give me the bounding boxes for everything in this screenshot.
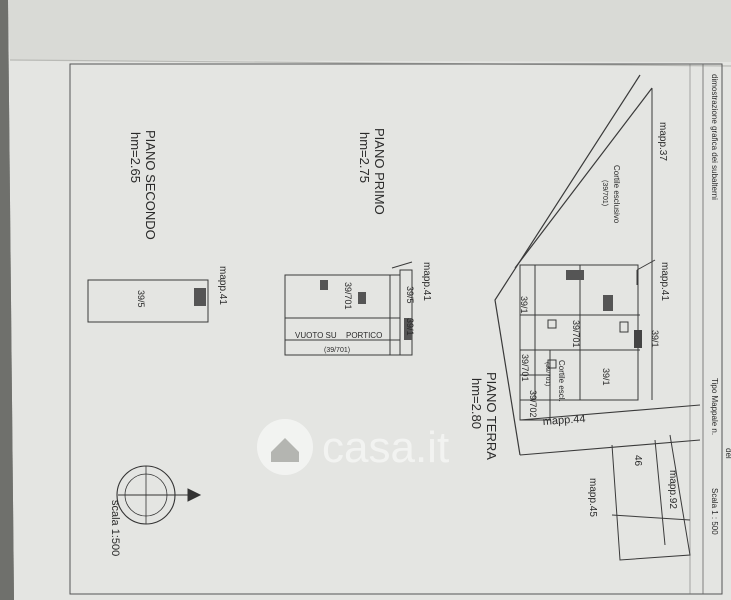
parcel-mapp44: mapp.44 (542, 413, 586, 428)
parcel-mapp92: mapp.92 (667, 470, 678, 509)
sub-39-702-box (519, 349, 551, 421)
label-primo-39-701: 39/701 (343, 282, 353, 310)
label-primo-39-1: 39/1 (405, 318, 415, 336)
parcel-mapp37: mapp.37 (657, 122, 668, 161)
header-scala: Scala 1 : 500 (710, 488, 719, 535)
floor-height-terra: hm=2.80 (469, 378, 484, 429)
drawing-frame (69, 63, 723, 595)
label-39-1-c: 39/1 (601, 368, 611, 386)
label-39-701-b: 39/701 (520, 354, 530, 382)
label-primo-39-5: 39/5 (405, 286, 415, 304)
watermark-text: casa.it (322, 423, 449, 472)
label-cortile-esclusivo: Cortile esclusivo (612, 165, 621, 224)
floor-height-primo: hm=2.75 (357, 132, 372, 183)
floor-title-secondo: PIANO SECONDO (143, 130, 158, 240)
label-cortile-esclusivo-ref: (39/701) (601, 180, 608, 206)
house-icon (271, 438, 299, 462)
label-39-1-b: 39/1 (650, 330, 660, 348)
parcel-mapp41-secondo: mapp.41 (217, 266, 228, 305)
second-floor-plan (87, 279, 209, 323)
label-vuoto-ref: (39/701) (324, 347, 350, 354)
label-39-701-a: 39/701 (571, 320, 581, 348)
paper-top-fold (8, 0, 731, 62)
road-edge-left (494, 74, 641, 456)
parcel-mapp45: mapp.45 (587, 478, 598, 517)
road-edge-right (514, 87, 653, 269)
header-strip: dimostrazione grafica dei subalterni Tip… (710, 74, 731, 535)
parcel-mapp41-terra: mapp.41 (659, 262, 670, 301)
label-39-702: 39/702 (528, 390, 538, 418)
label-cortile-escl-ref: (39/701) (544, 362, 551, 386)
label-cortile-escl: Cortile escl. (557, 360, 566, 402)
mapp44-boundary (519, 404, 701, 421)
scale-note: scala 1:500 (109, 500, 121, 556)
second-floor-outline (87, 279, 209, 323)
label-secondo-39-5: 39/5 (136, 290, 146, 308)
watermark: casa.it (257, 419, 449, 475)
mapp92-parcel (611, 434, 691, 561)
paper-sheet (8, 0, 731, 600)
compass-icon (116, 465, 202, 525)
label-39-1-a: 39/1 (519, 296, 529, 314)
header-del: del (724, 448, 731, 459)
floor-title-terra: PIANO TERRA (484, 372, 499, 460)
parcel-46: 46 (632, 455, 643, 467)
parcel-mapp41-primo: mapp.41 (421, 262, 432, 301)
label-vuoto-su: VUOTO SU (295, 331, 337, 340)
label-portico: PORTICO (346, 331, 382, 340)
ground-floor-plan (494, 74, 701, 561)
first-floor-plan (284, 261, 413, 356)
header-tipo: Tipo Mappale n. (710, 378, 719, 435)
header-caption: dimostrazione grafica dei subalterni (710, 74, 719, 200)
floor-height-secondo: hm=2.65 (128, 132, 143, 183)
floor-title-primo: PIANO PRIMO (372, 128, 387, 215)
